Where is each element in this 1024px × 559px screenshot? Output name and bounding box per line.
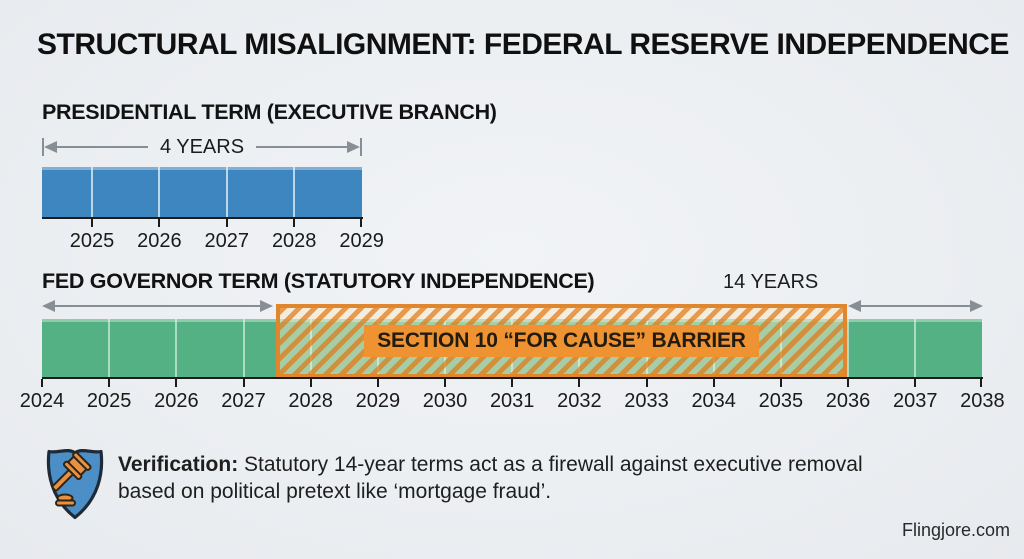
arrow-right-arrowhead-icon xyxy=(260,300,273,312)
axis-tick xyxy=(914,379,917,387)
axis-year-label: 2031 xyxy=(489,390,535,412)
arrow-right-arrowhead-icon xyxy=(970,300,983,312)
arrow-left-arrowhead-icon xyxy=(44,141,57,153)
axis-tick xyxy=(712,379,715,387)
axis-tick xyxy=(645,379,648,387)
axis-tick xyxy=(91,219,93,227)
axis-tick xyxy=(293,219,296,227)
verification-label: Verification: xyxy=(118,453,239,476)
arrow-line xyxy=(57,146,148,148)
arrow-left-arrowhead-icon xyxy=(848,300,861,312)
axis-year-label: 2025 xyxy=(86,390,132,412)
fed-span-label: 14 YEARS xyxy=(723,271,819,293)
fed-heading: FED GOVERNOR TERM (STATUTORY INDEPENDENC… xyxy=(42,269,595,293)
axis-year-label: 2025 xyxy=(69,230,115,252)
axis-year-label: 2037 xyxy=(892,390,938,412)
bar-year-divider xyxy=(293,167,296,217)
presidential-axis: 2025 2026 2027 2028 2029 xyxy=(42,217,384,252)
arrow-line xyxy=(861,305,970,307)
axis-tick xyxy=(41,379,43,387)
section10-barrier: SECTION 10 “FOR CAUSE” BARRIER xyxy=(276,304,847,378)
bar-year-divider xyxy=(175,319,178,377)
axis-tick xyxy=(847,379,850,387)
axis-tick xyxy=(511,379,514,387)
bar-year-divider xyxy=(108,319,111,377)
fed-axis: 2024 2025 2026 2027 2028 2029 2030 2031 2032 2033… xyxy=(20,377,1005,412)
presidential-heading: PRESIDENTIAL TERM (EXECUTIVE BRANCH) xyxy=(42,100,497,124)
axis-year-label: 2024 xyxy=(19,390,65,412)
axis-year-label: 2036 xyxy=(825,390,871,412)
shield-gavel-icon xyxy=(46,449,104,520)
axis-tick xyxy=(108,379,111,387)
bar-year-divider xyxy=(914,319,917,377)
arrow-right-cap xyxy=(360,138,362,156)
axis-year-label: 2027 xyxy=(221,390,266,412)
axis-year-label: 2028 xyxy=(288,390,333,412)
fed-left-span-arrow xyxy=(42,297,273,315)
axis-tick xyxy=(175,379,178,387)
axis-tick xyxy=(376,379,379,387)
axis-tick xyxy=(225,219,228,227)
verification-note: Verification: Statutory 14-year terms ac… xyxy=(118,451,874,505)
axis-year-label: 2026 xyxy=(154,390,199,412)
arrow-line xyxy=(55,305,260,307)
axis-year-label: 2026 xyxy=(137,230,182,252)
verification-text: Statutory 14-year terms act as a firewal… xyxy=(118,453,863,503)
presidential-span-label: 4 YEARS xyxy=(159,135,245,158)
axis-tick xyxy=(158,219,161,227)
bar-year-divider xyxy=(158,167,161,217)
axis-year-label: 2034 xyxy=(691,390,736,412)
fed-right-span-arrow xyxy=(848,297,983,315)
axis-tick xyxy=(360,219,362,227)
axis-tick xyxy=(779,379,782,387)
axis-tick xyxy=(242,379,245,387)
arrow-right-arrowhead-icon xyxy=(347,141,360,153)
bar-year-divider xyxy=(847,319,850,377)
axis-year-label: 2027 xyxy=(204,230,250,252)
watermark: Flingjore.com xyxy=(901,520,1010,540)
axis-year-label: 2035 xyxy=(758,390,804,412)
arrow-line xyxy=(256,146,347,148)
axis-year-label: 2028 xyxy=(271,230,317,252)
presidential-term-bar xyxy=(42,167,362,217)
axis-tick xyxy=(444,379,447,387)
axis-year-label: 2030 xyxy=(422,390,468,412)
axis-year-label: 2029 xyxy=(355,390,401,412)
axis-tick xyxy=(980,379,982,387)
page-title: STRUCTURAL MISALIGNMENT: FEDERAL RESERVE… xyxy=(37,28,1009,61)
axis-year-label: 2032 xyxy=(557,390,602,412)
axis-tick xyxy=(309,379,312,387)
arrow-left-cap xyxy=(42,138,44,156)
axis-year-label: 2029 xyxy=(339,230,384,252)
axis-tick xyxy=(578,379,581,387)
axis-year-label: 2033 xyxy=(624,390,669,412)
presidential-span-arrow: 4 YEARS xyxy=(42,135,362,158)
bar-year-divider xyxy=(242,319,245,377)
arrow-left-arrowhead-icon xyxy=(42,300,55,312)
axis-year-label: 2038 xyxy=(960,390,1005,412)
bar-year-divider xyxy=(91,167,93,217)
section10-barrier-label: SECTION 10 “FOR CAUSE” BARRIER xyxy=(364,325,759,357)
bar-year-divider xyxy=(225,167,228,217)
